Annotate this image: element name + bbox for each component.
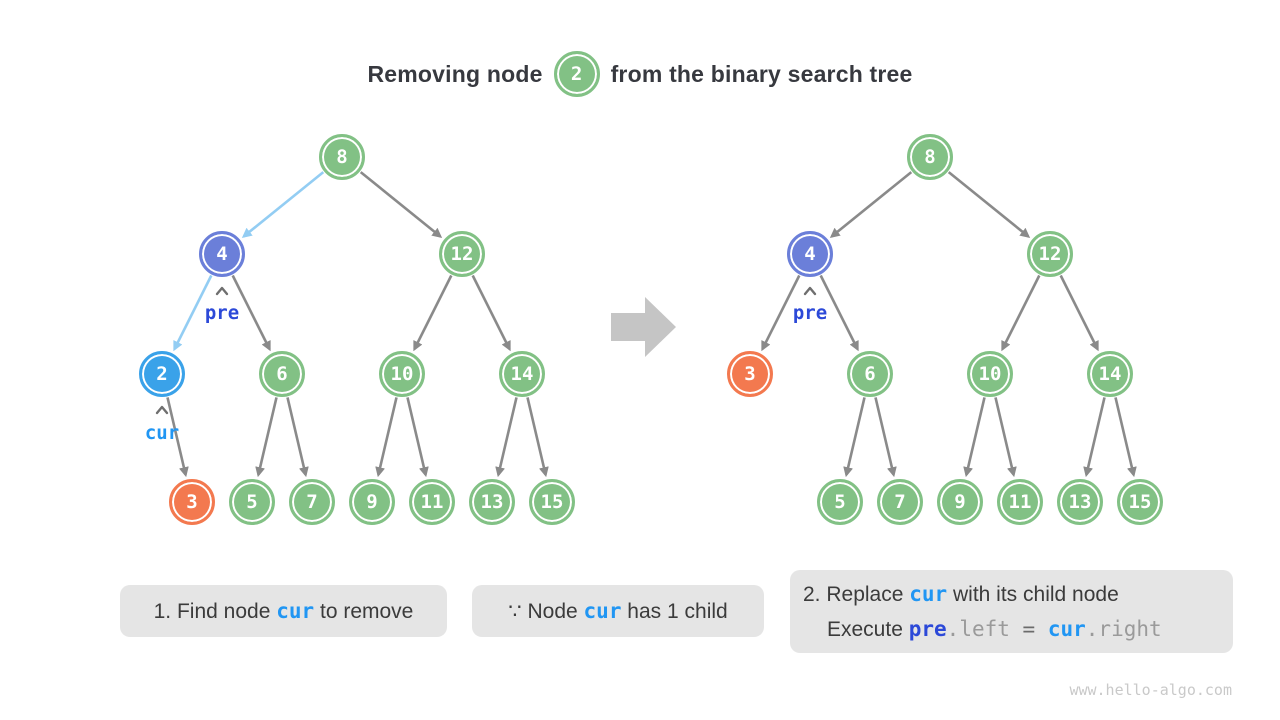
after-removal-node-4: 4 xyxy=(787,231,833,277)
pointer-label-pre: pre xyxy=(204,302,240,324)
before-removal-node-4: 4 xyxy=(199,231,245,277)
pointer-caret-icon xyxy=(803,286,817,296)
caption-segment: ∵ Node xyxy=(508,599,584,623)
caption-segment: right xyxy=(1098,616,1162,641)
before-removal-node-13: 13 xyxy=(469,479,515,525)
tree-edge-14-13 xyxy=(495,397,518,478)
after-removal-node-7: 7 xyxy=(877,479,923,525)
watermark: www.hello-algo.com xyxy=(1069,681,1232,699)
after-removal-node-15: 15 xyxy=(1117,479,1163,525)
after-removal-node-12: 12 xyxy=(1027,231,1073,277)
tree-edge-6-7 xyxy=(874,397,897,478)
pointer-caret-icon xyxy=(155,405,169,415)
before-removal-node-10: 10 xyxy=(379,351,425,397)
before-removal-node-9: 9 xyxy=(349,479,395,525)
after-removal-node-11: 11 xyxy=(997,479,1043,525)
tree-edge-6-5 xyxy=(843,397,866,478)
before-removal-node-12: 12 xyxy=(439,231,485,277)
after-removal-node-6: 6 xyxy=(847,351,893,397)
after-removal-node-9: 9 xyxy=(937,479,983,525)
tree-edge-10-9 xyxy=(963,397,986,478)
tree-edge-12-14 xyxy=(1059,274,1099,352)
before-removal-node-2: 2 xyxy=(139,351,185,397)
before-removal-node-15: 15 xyxy=(529,479,575,525)
caption-segment: cur xyxy=(909,581,948,606)
after-removal-node-14: 14 xyxy=(1087,351,1133,397)
caption-segment: Execute xyxy=(827,617,909,641)
caption-step1: 1. Find node cur to remove xyxy=(120,585,447,637)
tree-edge-10-11 xyxy=(994,397,1017,478)
caption-line: 2. Replace cur with its child node xyxy=(803,577,1119,612)
tree-edge-6-5 xyxy=(255,397,278,478)
pointer-label-pre: pre xyxy=(792,302,828,324)
tree-edge-8-12 xyxy=(359,171,443,238)
tree-edge-6-7 xyxy=(286,397,309,478)
before-removal-node-8: 8 xyxy=(319,134,365,180)
caption-segment: 1. Find node xyxy=(153,599,277,623)
tree-edge-10-9 xyxy=(375,397,398,478)
caption-segment: to remove xyxy=(314,599,414,623)
before-removal-node-7: 7 xyxy=(289,479,335,525)
before-removal-node-14: 14 xyxy=(499,351,545,397)
after-removal-node-8: 8 xyxy=(907,134,953,180)
caption-segment: . xyxy=(946,616,960,641)
tree-edge-14-15 xyxy=(526,397,549,478)
caption-segment: with its child node xyxy=(947,582,1119,606)
before-removal-node-11: 11 xyxy=(409,479,455,525)
caption-segment: cur xyxy=(276,598,315,623)
after-removal-node-5: 5 xyxy=(817,479,863,525)
before-removal-node-5: 5 xyxy=(229,479,275,525)
tree-edge-8-12 xyxy=(947,171,1031,238)
tree-edge-12-10 xyxy=(1001,274,1041,352)
caption-line: ∵ Node cur has 1 child xyxy=(508,594,727,629)
tree-edge-10-11 xyxy=(406,397,429,478)
caption-segment: left xyxy=(959,616,1010,641)
tree-edge-8-4 xyxy=(241,171,325,238)
caption-line: 1. Find node cur to remove xyxy=(154,594,414,629)
after-removal-node-13: 13 xyxy=(1057,479,1103,525)
after-removal-node-10: 10 xyxy=(967,351,1013,397)
pointer-caret-icon xyxy=(215,286,229,296)
caption-segment: pre xyxy=(908,616,947,641)
caption-segment: = xyxy=(1009,616,1048,641)
title-node-2: 2 xyxy=(553,51,600,97)
diagram-title: Removing node 2 from the binary search t… xyxy=(0,51,1280,97)
tree-edge-14-15 xyxy=(1114,397,1137,478)
transition-arrow-icon xyxy=(611,297,676,357)
caption-segment: . xyxy=(1085,616,1099,641)
tree-edge-12-14 xyxy=(471,274,511,352)
tree-edge-8-4 xyxy=(829,171,913,238)
after-removal-node-3: 3 xyxy=(727,351,773,397)
before-removal-node-3: 3 xyxy=(169,479,215,525)
caption-segment: has 1 child xyxy=(621,599,728,623)
caption-line: Execute pre.left = cur.right xyxy=(803,612,1162,647)
tree-edge-12-10 xyxy=(413,274,453,352)
tree-edge-14-13 xyxy=(1083,397,1106,478)
title-suffix: from the binary search tree xyxy=(610,60,913,87)
title-prefix: Removing node xyxy=(367,60,543,87)
caption-segment: cur xyxy=(1047,616,1086,641)
caption-segment: 2. Replace xyxy=(803,582,910,606)
pointer-label-cur: cur xyxy=(144,422,180,444)
before-removal-node-6: 6 xyxy=(259,351,305,397)
caption-because: ∵ Node cur has 1 child xyxy=(472,585,764,637)
caption-segment: cur xyxy=(583,598,622,623)
